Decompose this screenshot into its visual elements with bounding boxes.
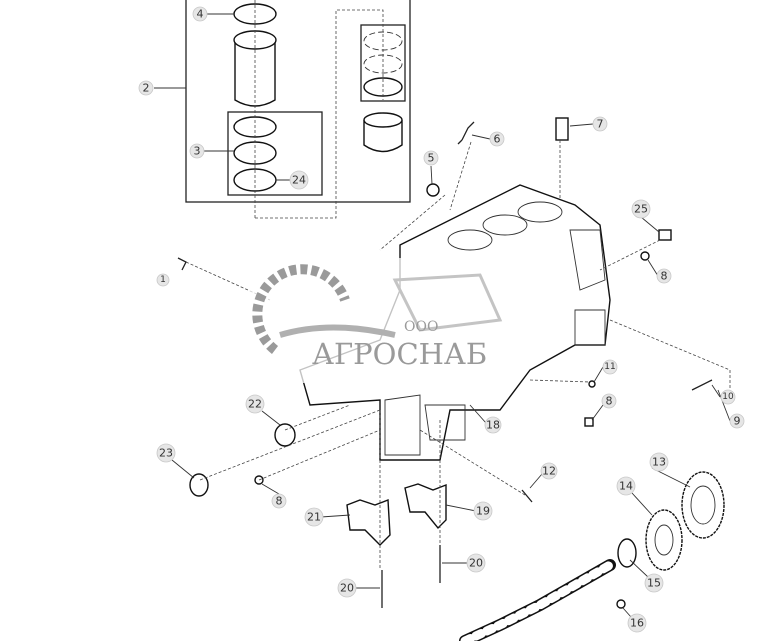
callout: 3 xyxy=(189,143,205,159)
callout: 15 xyxy=(644,573,664,593)
pipe-part xyxy=(457,121,475,145)
fitting-part xyxy=(691,379,713,391)
callout: 20 xyxy=(337,578,357,598)
thrust-plate-part xyxy=(617,538,637,568)
callout-number: 11 xyxy=(604,362,615,372)
callout-number: 16 xyxy=(630,617,644,630)
combine-harvester-icon xyxy=(392,273,503,332)
callout: 12 xyxy=(540,462,558,480)
callout-number: 21 xyxy=(307,511,321,524)
callout: 21 xyxy=(304,507,324,527)
callout-number: 6 xyxy=(494,133,501,146)
callout: 2 xyxy=(138,80,154,96)
gear-part xyxy=(681,471,725,539)
callout-number: 8 xyxy=(276,495,283,508)
callout: 16 xyxy=(627,613,647,633)
callout: 18 xyxy=(484,416,502,434)
callout: 6 xyxy=(489,131,505,147)
callout: 9 xyxy=(729,413,745,429)
callout-number: 9 xyxy=(734,415,741,428)
callout: 20 xyxy=(466,553,486,573)
liner-kit-group xyxy=(185,0,411,219)
callout-number: 5 xyxy=(428,152,435,165)
bolt-part xyxy=(177,257,187,271)
callout: 8 xyxy=(271,493,287,509)
callout: 5 xyxy=(423,150,439,166)
callout-number: 12 xyxy=(542,465,556,478)
callout-number: 24 xyxy=(292,174,306,187)
callout-number: 10 xyxy=(722,392,734,402)
callout-number: 8 xyxy=(661,270,668,283)
sensor-part xyxy=(555,117,569,141)
callout-number: 13 xyxy=(652,456,666,469)
callout: 19 xyxy=(473,501,493,521)
plug-part xyxy=(658,229,672,241)
callout: 8 xyxy=(656,268,672,284)
leader-lines xyxy=(154,13,731,618)
callout: 10 xyxy=(720,389,736,405)
callout-number: 20 xyxy=(340,582,354,595)
callout: 24 xyxy=(289,170,309,190)
callout-number: 3 xyxy=(194,145,201,158)
callout-number: 7 xyxy=(597,118,604,131)
callout-number: 1 xyxy=(160,275,166,285)
callout: 11 xyxy=(602,359,618,375)
callout-labels: 4 2 3 24 6 7 5 25 1 8 11 10 9 8 18 22 23… xyxy=(138,6,745,633)
piston-part xyxy=(363,120,403,153)
main-bearing-cap-part xyxy=(346,499,391,546)
callout: 14 xyxy=(616,476,636,496)
callout-number: 8 xyxy=(606,395,613,408)
seal-part xyxy=(189,473,209,497)
bushing-part xyxy=(274,423,296,447)
main-bearing-cap-part xyxy=(404,483,447,530)
callout-number: 23 xyxy=(159,447,173,460)
callout-number: 14 xyxy=(619,480,633,493)
bolt-part xyxy=(521,489,533,503)
callout: 23 xyxy=(156,443,176,463)
agrosnab-watermark-logo: ООО АГРОСНАБ xyxy=(248,258,510,383)
callout-number: 22 xyxy=(248,398,262,411)
callout: 7 xyxy=(592,116,608,132)
watermark-line2: АГРОСНАБ xyxy=(312,337,487,371)
callout: 22 xyxy=(245,394,265,414)
gear-part xyxy=(645,509,683,571)
callout-number: 19 xyxy=(476,505,490,518)
plug-part xyxy=(426,183,440,197)
callout-number: 2 xyxy=(143,82,150,95)
callout: 8 xyxy=(601,393,617,409)
callout-number: 15 xyxy=(647,577,661,590)
watermark-line1: ООО xyxy=(404,319,438,335)
callout: 25 xyxy=(631,199,651,219)
callout-number: 18 xyxy=(486,419,500,432)
callout: 13 xyxy=(649,452,669,472)
callout-number: 4 xyxy=(197,8,204,21)
callout: 1 xyxy=(156,273,170,287)
gear-logo-icon xyxy=(252,264,350,354)
callout-number: 20 xyxy=(469,557,483,570)
callout-number: 25 xyxy=(634,203,648,216)
callout: 4 xyxy=(192,6,208,22)
